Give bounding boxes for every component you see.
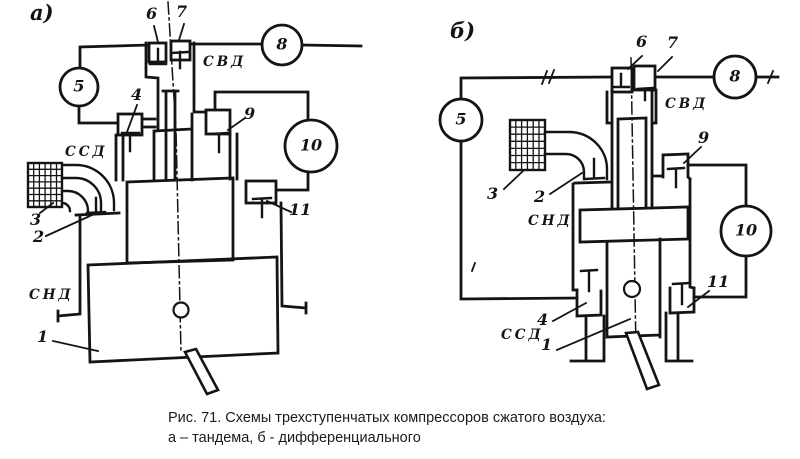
a-intake-filter [26, 161, 64, 209]
b-part-label-9: 9 [698, 128, 710, 147]
b-cooler10-to-valve11-pipe [692, 254, 748, 299]
b-part-label-6: 6 [636, 32, 648, 51]
a-intake-elbows [60, 163, 116, 213]
a-cooler-8-circle [260, 23, 304, 67]
a-valve9-box [204, 108, 232, 136]
b-intake-elbows [543, 130, 609, 181]
a-cooler10-to-valve11-pipe [274, 170, 310, 192]
a-part-label-1: 1 [37, 327, 49, 346]
a-connecting-rod [183, 347, 220, 396]
b-stage-label-ssd: ССД [501, 327, 544, 343]
a-mp-cylinder-box [125, 176, 235, 265]
b-cooler-10-circle [719, 204, 773, 258]
b-part-label-3: 3 [487, 184, 499, 203]
a-cooler-label-8: 8 [276, 34, 288, 54]
b-leader-lines [502, 54, 711, 352]
a-part-label-6: 6 [146, 4, 158, 23]
b-cooler-5-circle [438, 97, 484, 143]
b-part-label-4: 4 [537, 310, 549, 329]
b-cooler-8-circle [712, 54, 758, 100]
diagram-a-drawing [26, 1, 363, 396]
a-cooler5-pipes [77, 104, 157, 129]
a-stage-label-ssd: ССД [65, 144, 108, 160]
a-stage-label-snd: СНД [29, 287, 74, 303]
b-valve4-pocket [575, 288, 603, 318]
a-suction-platform [56, 211, 121, 323]
a-lp-cylinder-box [86, 255, 280, 364]
figure-caption: Рис. 71. Схемы трехступенчатых компрессо… [168, 408, 606, 448]
b-centerline [630, 57, 637, 351]
b-cooler-label-8: 8 [729, 66, 741, 86]
b-stage-label-svd: СВД [665, 96, 709, 112]
a-valve-symbols [85, 47, 273, 219]
panel-label-b: б) [450, 18, 476, 43]
a-cooler-label-5: 5 [73, 76, 85, 96]
a-hp-cylinder [144, 41, 208, 182]
panel-label-a: а) [30, 0, 54, 25]
b-part-label-7: 7 [667, 33, 679, 52]
b-mp-cylinder [605, 237, 662, 339]
a-piston-pin [172, 301, 190, 319]
a-part-label-9: 9 [244, 104, 256, 123]
b-part-label-2: 2 [534, 187, 546, 206]
b-valve9-to-cooler10-pipe [686, 163, 748, 208]
a-part-label-2: 2 [33, 227, 45, 246]
b-intake-filter [508, 118, 547, 172]
b-break-ticks [470, 68, 775, 273]
b-cooler-label-10: 10 [734, 220, 758, 240]
a-part-label-3: 3 [30, 210, 42, 229]
a-cooler-5-circle [58, 66, 100, 108]
b-stage-label-snd: СНД [528, 213, 573, 229]
b-discharge-line [459, 75, 780, 101]
b-part-label-11: 11 [707, 272, 730, 291]
a-stage-label-svd: СВД [203, 54, 247, 70]
b-connecting-rod [624, 330, 661, 391]
a-centerline [167, 1, 182, 353]
b-suction-line [459, 139, 578, 301]
a-part-label-4: 4 [131, 85, 143, 104]
a-part-label-11: 11 [289, 200, 312, 219]
b-piston-pin [622, 279, 642, 299]
b-part-label-1: 1 [541, 335, 553, 354]
b-lp-piston-box [578, 205, 690, 244]
a-valve4-down-pipe [114, 133, 125, 182]
a-leader-lines [38, 22, 293, 353]
a-cooler-10-circle [283, 118, 339, 174]
b-cooler-label-5: 5 [455, 109, 467, 129]
a-part-label-7: 7 [176, 2, 188, 21]
a-right-drain-pipe [279, 201, 308, 315]
b-valve7-box [632, 64, 657, 92]
caption-line-2: а – тандема, б - дифференциального [168, 430, 421, 446]
a-discharge-line [78, 42, 363, 70]
b-valve11-pocket [668, 286, 696, 315]
diagram-b-drawing [438, 54, 780, 391]
a-valve9-to-cooler10-pipe [213, 90, 310, 181]
caption-line-1: Рис. 71. Схемы трехступенчатых компрессо… [168, 410, 606, 426]
a-cooler-label-10: 10 [299, 135, 323, 155]
b-valve-symbols [579, 72, 692, 306]
